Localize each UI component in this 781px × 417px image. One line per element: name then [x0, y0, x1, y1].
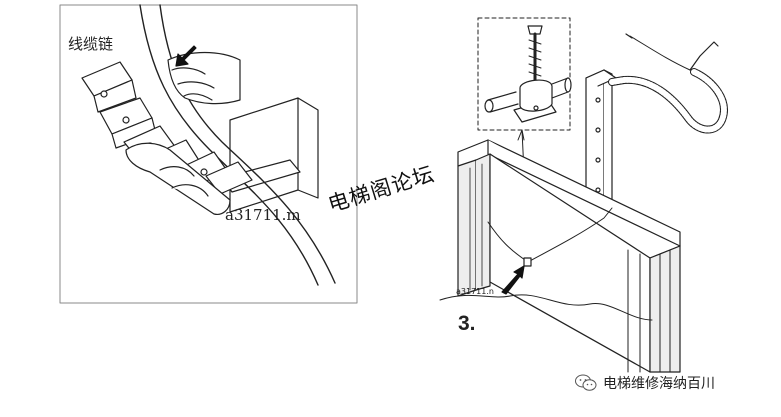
main-illustration: [439, 17, 728, 373]
door-jamb-left: [457, 153, 491, 297]
break-line: [439, 294, 653, 321]
credit-text: 电梯维修海纳百川: [603, 376, 715, 392]
step-number: 3.: [458, 312, 476, 335]
cable: [139, 4, 336, 286]
cable-clip-icon: [484, 77, 572, 123]
door-cable: [487, 207, 613, 267]
cable-chain-label: 线缆链: [68, 35, 114, 53]
pointer-arrow-icon: [501, 265, 525, 295]
source-credit: 电梯维修海纳百川: [575, 373, 715, 393]
hand-lower: [125, 142, 231, 215]
push-arrow-icon: [175, 45, 197, 67]
detail-code-label: a31711.m: [225, 206, 301, 224]
detail-frame: [59, 4, 358, 304]
clip-marker: [523, 257, 532, 267]
drag-chain: [608, 33, 728, 134]
wechat-icon: [575, 374, 597, 391]
mounting-post: [585, 69, 617, 221]
hand-upper: [167, 51, 241, 105]
screw-icon: [527, 25, 543, 82]
detail-panel: [59, 4, 358, 304]
main-code-label: a31711.n: [456, 287, 494, 296]
callout-box: [477, 17, 572, 131]
